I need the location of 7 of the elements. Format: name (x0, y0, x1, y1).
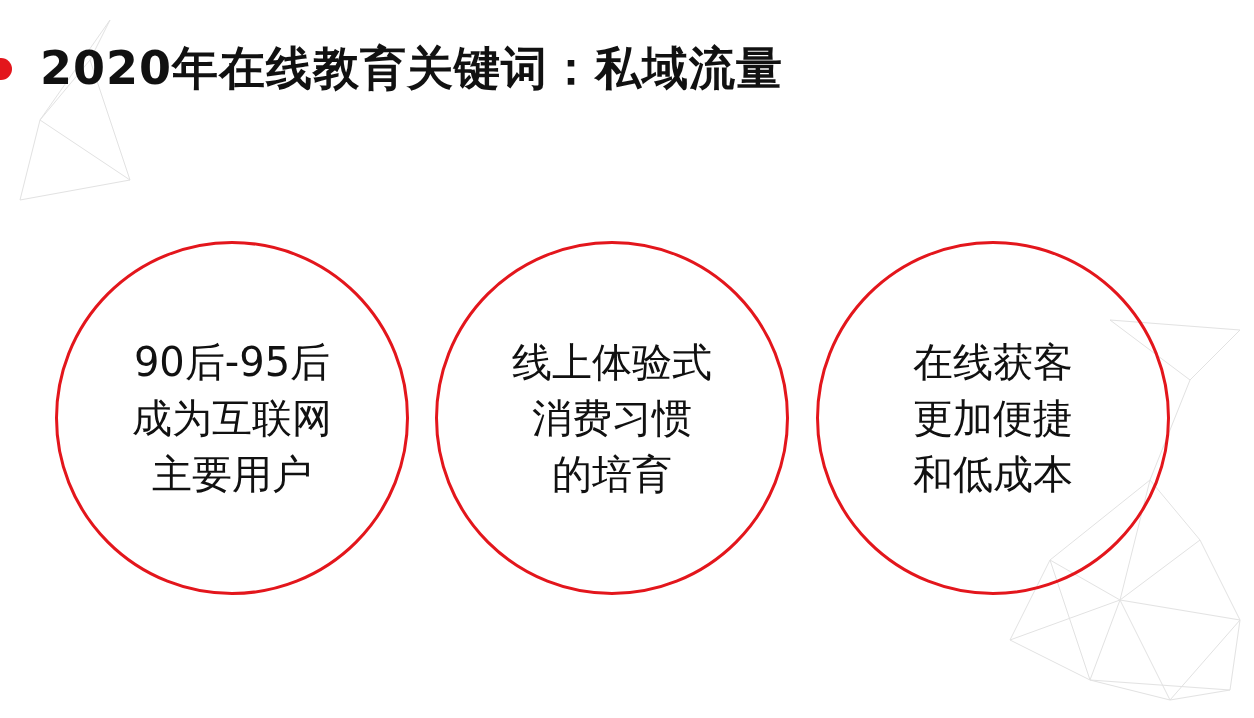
title: 2020年在线教育关键词：私域流量 (40, 40, 784, 97)
circle-node (55, 241, 409, 595)
circle-node (816, 241, 1170, 595)
circle-text: 线上体验式消费习惯的培育 (512, 338, 712, 499)
circle-text: 在线获客更加便捷和低成本 (913, 338, 1073, 499)
circle-node (435, 241, 789, 595)
circle-text: 90后-95后成为互联网主要用户 (132, 338, 332, 499)
